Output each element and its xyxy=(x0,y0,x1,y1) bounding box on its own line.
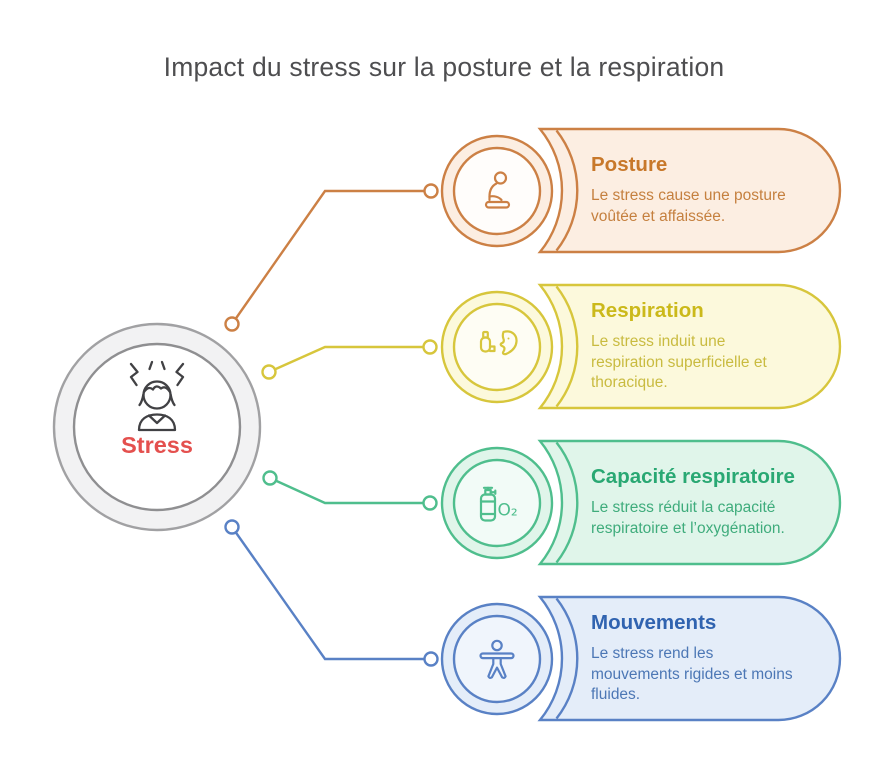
connector-dot xyxy=(422,339,438,355)
item-title: Capacité respiratoire xyxy=(591,465,795,489)
oxygen-label: O₂ xyxy=(498,501,518,521)
connector-dot xyxy=(423,183,439,199)
item-description-line: Le stress rend les xyxy=(591,645,714,663)
item-description-line: Le stress réduit la capacité xyxy=(591,499,776,517)
hub-inner-circle xyxy=(72,342,242,512)
connector-dot xyxy=(262,470,278,486)
item-card-posture xyxy=(440,127,842,254)
hub-label: Stress xyxy=(121,432,193,458)
item-description-line: respiratoire et l’oxygénation. xyxy=(591,520,785,537)
item-title: Respiration xyxy=(591,299,704,323)
connector-line xyxy=(269,476,430,505)
connector-dot xyxy=(224,316,240,332)
item-description-line: voûtée et affaissée. xyxy=(591,208,726,225)
connector-line xyxy=(268,345,430,374)
inhaler-face-icon xyxy=(479,330,518,356)
oxygen-tank-icon: O₂ xyxy=(479,486,518,522)
connector-mouvements xyxy=(224,519,439,667)
connector-dot xyxy=(224,519,240,535)
card-shape xyxy=(537,439,842,566)
item-description-line: mouvements rigides et moins xyxy=(591,665,793,683)
connector-posture xyxy=(224,183,439,332)
item-description-line: Le stress induit une xyxy=(591,333,726,351)
card-shape xyxy=(537,127,842,254)
connector-line xyxy=(231,189,431,325)
card-left-arc xyxy=(555,285,579,408)
card-left-arc xyxy=(555,129,579,252)
card-text-capacite: Capacité respiratoire Le stress réduit l… xyxy=(591,441,841,564)
stressed-person-icon xyxy=(129,360,185,432)
card-shape xyxy=(537,283,842,410)
item-card-capacite: O₂ xyxy=(440,439,842,566)
connector-capacite xyxy=(262,470,438,511)
connector-respiration xyxy=(261,339,438,380)
connector-dot xyxy=(261,364,277,380)
movement-person-icon xyxy=(479,639,515,679)
item-title: Mouvements xyxy=(591,611,717,635)
badge-inner-circle xyxy=(452,302,542,392)
page-title: Impact du stress sur la posture et la re… xyxy=(163,52,725,82)
card-shape xyxy=(537,595,842,722)
item-description-line: Le stress cause une posture xyxy=(591,187,786,205)
meditation-person-icon xyxy=(484,171,511,209)
card-left-arc xyxy=(555,441,579,564)
card-left-arc xyxy=(555,597,579,720)
connector-dot xyxy=(422,495,438,511)
card-text-mouvements: Mouvements Le stress rend les mouvements… xyxy=(591,597,841,720)
badge-inner-circle xyxy=(452,146,542,236)
badge-inner-circle xyxy=(452,458,542,548)
item-description-line: respiration superficielle et xyxy=(591,353,767,371)
item-description-line: thoracique. xyxy=(591,374,668,392)
central-hub xyxy=(52,322,262,532)
card-text-respiration: Respiration Le stress induit une respira… xyxy=(591,285,841,408)
item-title: Posture xyxy=(591,153,668,177)
item-description-line: fluides. xyxy=(591,686,641,704)
connector-line xyxy=(231,526,431,661)
item-card-respiration xyxy=(440,283,842,410)
connector-dot xyxy=(423,651,439,667)
item-card-mouvements xyxy=(440,595,842,722)
card-text-posture: Posture Le stress cause une posture voût… xyxy=(591,129,841,252)
